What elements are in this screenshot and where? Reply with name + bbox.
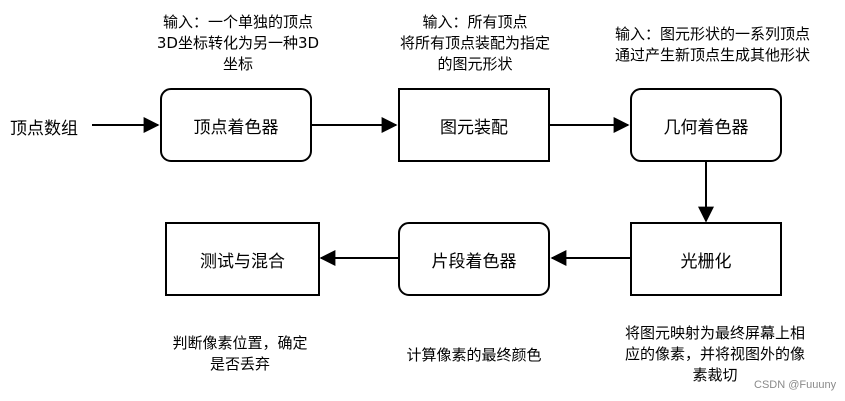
primitive-assembly-label: 图元装配 — [440, 117, 508, 138]
primitive-assembly-node: 图元装配 — [398, 88, 550, 162]
note-line: 输入：所有顶点 — [422, 13, 528, 31]
geometry-shader-node: 几何着色器 — [630, 88, 782, 162]
test-blend-node: 测试与混合 — [165, 222, 320, 296]
note-line: 的图元形状 — [437, 55, 513, 73]
vertex-shader-note: 输入：一个单独的顶点 3D坐标转化为另一种3D 坐标 — [133, 12, 343, 75]
fragment-shader-node: 片段着色器 — [398, 222, 550, 296]
note-line: 是否丢弃 — [209, 355, 270, 373]
note-line: 将所有顶点装配为指定 — [399, 34, 550, 52]
vertex-shader-node: 顶点着色器 — [160, 88, 312, 162]
note-line: 将图元映射为最终屏幕上相 — [624, 324, 805, 342]
note-line: 输入：图元形状的一系列顶点 — [614, 25, 810, 43]
note-line: 通过产生新顶点生成其他形状 — [614, 46, 810, 64]
note-line: 3D坐标转化为另一种3D — [156, 34, 320, 52]
note-line: 应的像素，并将视图外的像 — [624, 345, 805, 363]
vertex-array-label: 顶点数组 — [10, 119, 78, 139]
note-line: 输入：一个单独的顶点 — [162, 13, 313, 31]
rasterization-node: 光栅化 — [630, 222, 782, 296]
rasterization-label: 光栅化 — [680, 251, 732, 272]
fragment-shader-label: 片段着色器 — [431, 251, 517, 272]
primitive-assembly-note: 输入：所有顶点 将所有顶点装配为指定 的图元形状 — [370, 12, 580, 75]
note-line: 判断像素位置，确定 — [172, 334, 308, 352]
fragment-shader-note: 计算像素的最终颜色 — [384, 345, 564, 366]
note-line: 坐标 — [222, 55, 253, 73]
test-blend-note: 判断像素位置，确定 是否丢弃 — [150, 333, 330, 375]
test-blend-label: 测试与混合 — [200, 251, 285, 272]
geometry-shader-note: 输入：图元形状的一系列顶点 通过产生新顶点生成其他形状 — [590, 24, 835, 66]
csdn-watermark: CSDN @Fuuuny — [754, 379, 837, 391]
note-line: 计算像素的最终颜色 — [406, 346, 542, 364]
note-line: 素裁切 — [692, 366, 738, 384]
vertex-shader-label: 顶点着色器 — [193, 117, 279, 138]
rasterization-note: 将图元映射为最终屏幕上相 应的像素，并将视图外的像 素裁切 — [600, 323, 830, 386]
geometry-shader-label: 几何着色器 — [663, 117, 749, 138]
